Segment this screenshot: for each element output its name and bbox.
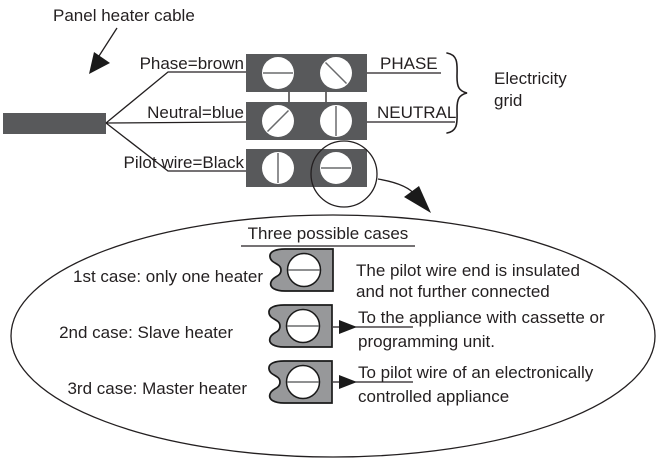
case2-terminal-icon [268,304,333,348]
cable-arrowhead-icon [89,52,110,74]
grid-brace [446,52,468,134]
electricity-grid-label-line1: Electricity [494,69,567,88]
case1-description-line1: The pilot wire end is insulated [356,261,580,280]
phase-wire-label: Phase=brown [140,54,244,73]
cable-pointer-line [98,27,118,57]
neutral-terminal-block [246,102,367,140]
case2-description-line1: To the appliance with cassette or [358,308,605,327]
callout-arrowhead-icon [404,186,431,213]
case1-label: 1st case: only one heater [73,267,263,286]
case2-label: 2nd case: Slave heater [59,323,233,342]
callout-title: Three possible cases [248,224,409,243]
case1-description-line2: and not further connected [356,282,550,301]
case3-description-line2: controlled appliance [358,387,509,406]
phase-grid-label: PHASE [380,54,438,73]
neutral-wire-label: Neutral=blue [147,103,244,122]
cable-body [3,113,106,134]
case3-description-line1: To pilot wire of an electronically [358,363,594,382]
pilot-terminal-highlight-circle [310,140,378,208]
screw-slot [324,61,348,85]
callout-ellipse [10,214,656,458]
case3-terminal-icon [268,360,333,404]
case2-description-line2: programming unit. [358,332,495,351]
electricity-grid-label-line2: grid [494,91,522,110]
neutral-wire-line [105,121,247,124]
neutral-grid-label: NEUTRAL [377,103,456,122]
case3-label: 3rd case: Master heater [67,379,247,398]
pilot-terminal-block [246,149,367,187]
case1-terminal-icon [269,248,334,292]
pilot-wire-line [105,122,246,172]
cable-label: Panel heater cable [53,6,195,25]
screw-slot [266,109,290,133]
case3-arrowhead-icon [339,375,357,389]
pilot-wire-label: Pilot wire=Black [124,153,245,172]
phase-terminal-block [246,54,367,92]
case2-arrowhead-icon [339,320,357,334]
phase-wire-line [105,71,246,124]
